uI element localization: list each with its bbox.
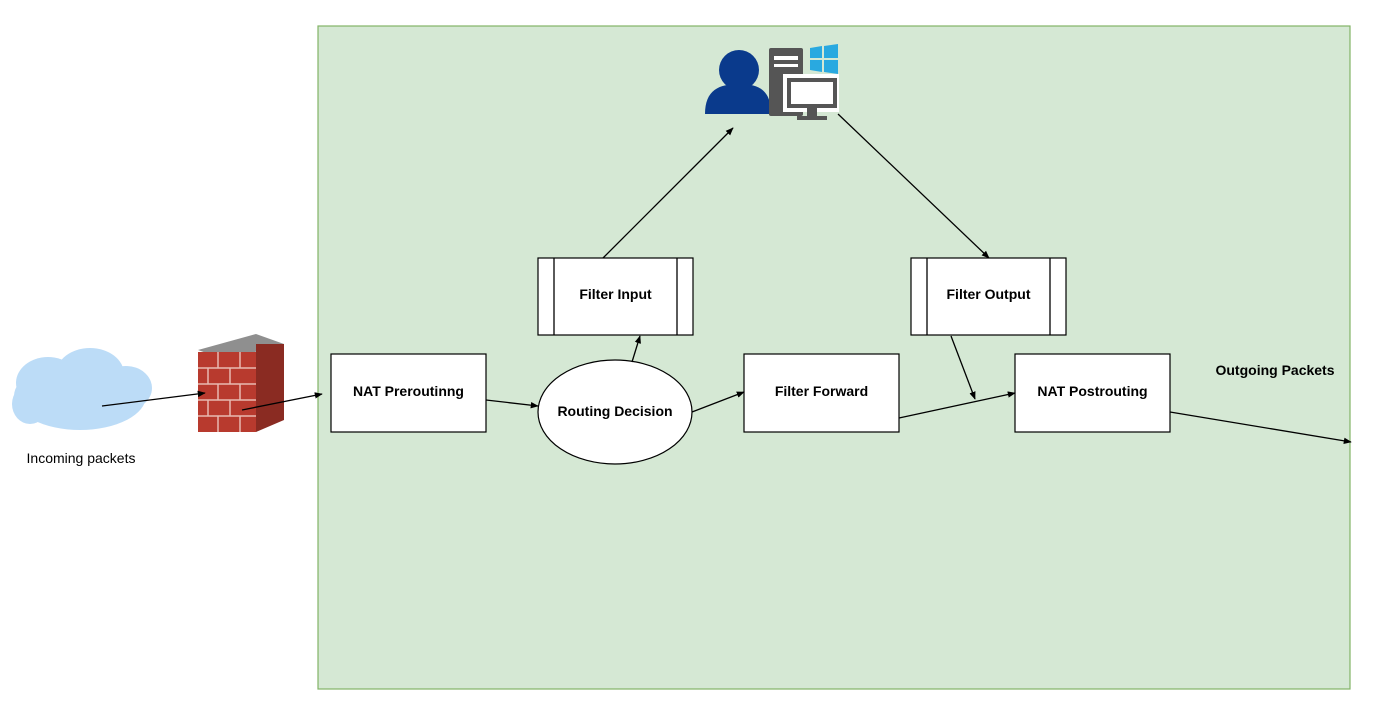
edge-filter-forward-to-postrouting xyxy=(898,391,1016,419)
edge-filter-output-to-postrouting xyxy=(950,335,976,400)
nat-postrouting-label: NAT Postrouting xyxy=(1037,383,1147,399)
routing-decision-node: Routing Decision xyxy=(537,359,693,465)
cloud-icon xyxy=(12,348,152,430)
incoming-packets-label: Incoming packets xyxy=(27,450,136,466)
edge-filter-input-to-user xyxy=(602,127,734,259)
filter-forward-label: Filter Forward xyxy=(775,383,868,399)
edge-cloud-to-firewall xyxy=(101,390,206,407)
filter-output-node: Filter Output xyxy=(910,257,1067,336)
edge-postrouting-to-outgoing xyxy=(1169,411,1352,444)
filter-forward-node: Filter Forward xyxy=(743,353,900,433)
user-icon xyxy=(705,50,771,114)
nat-prerouting-node: NAT Preroutinng xyxy=(330,353,487,433)
edge-firewall-to-nat-prerouting xyxy=(241,392,323,411)
filter-input-node: Filter Input xyxy=(537,257,694,336)
filter-output-label: Filter Output xyxy=(947,286,1031,302)
filter-input-label: Filter Input xyxy=(579,286,652,302)
windows-computer-icon xyxy=(769,44,839,120)
outgoing-packets-label: Outgoing Packets xyxy=(1215,362,1334,378)
firewall-icon xyxy=(198,334,284,432)
edge-routing-to-filter-input xyxy=(631,335,641,363)
edge-routing-to-filter-forward xyxy=(691,391,745,413)
nat-prerouting-label: NAT Preroutinng xyxy=(353,383,464,399)
edge-prerouting-to-routing xyxy=(485,399,539,409)
edge-computer-to-filter-output xyxy=(837,113,990,259)
routing-decision-label: Routing Decision xyxy=(557,403,672,419)
nat-postrouting-node: NAT Postrouting xyxy=(1014,353,1171,433)
